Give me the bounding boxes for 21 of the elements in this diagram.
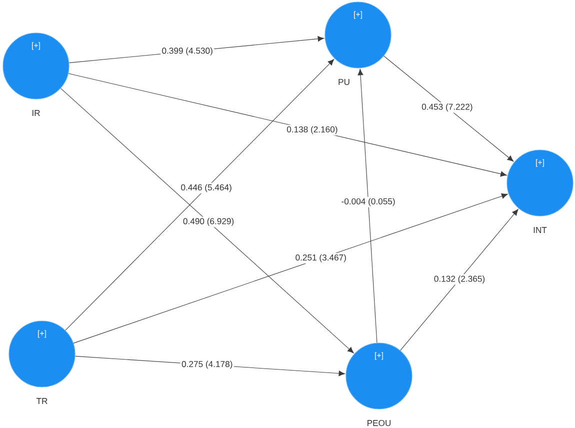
- arrow: [65, 59, 334, 331]
- edge-label: 0.251 (3.467): [294, 253, 348, 264]
- arrow: [384, 56, 514, 162]
- variable-name: PU: [338, 79, 350, 85]
- variable-name: INT: [534, 227, 547, 233]
- variable-name: IR: [32, 110, 40, 116]
- edge-label: 0.490 (6.929): [182, 216, 236, 228]
- edge-label: 0.399 (4.530): [160, 46, 214, 57]
- edge-label: 0.132 (2.365): [432, 274, 486, 285]
- arrow: [68, 73, 507, 177]
- arrow: [358, 68, 378, 344]
- arrow: [400, 209, 518, 351]
- edge-label: 0.453 (7.222): [420, 102, 474, 113]
- variable-name: PEOU: [368, 420, 391, 426]
- edge-label: 0.275 (4.178): [180, 360, 234, 370]
- edge-label: -0.004 (0.055): [340, 196, 396, 208]
- edge-label: 0.138 (2.160): [285, 124, 339, 136]
- edge-label: 0.446 (5.464): [180, 182, 234, 194]
- arrow: [60, 88, 354, 354]
- arrow: [73, 193, 508, 344]
- variable-name: TR: [36, 398, 48, 404]
